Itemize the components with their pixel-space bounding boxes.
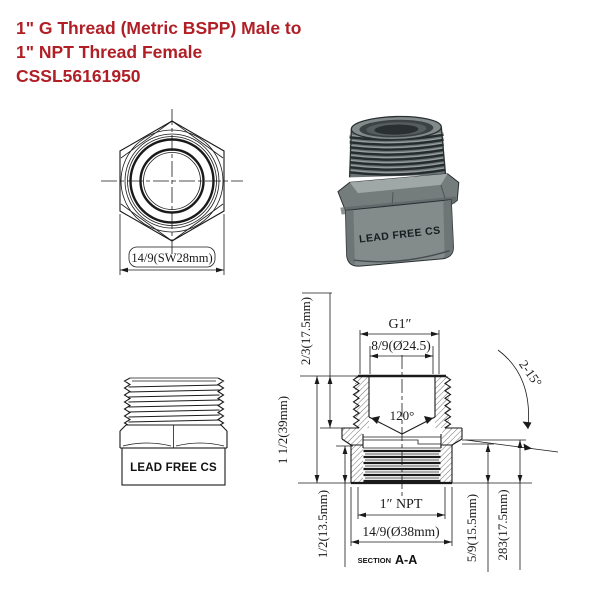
section-caption-big: A-A [395, 553, 417, 567]
hex-dim-label: 14/9(SW28mm) [131, 251, 212, 265]
hex-front-view-drawing: 14/9(SW28mm) [101, 109, 243, 275]
hatched-walls [342, 376, 462, 483]
side-view-body: LEAD FREE CS [121, 447, 226, 486]
dim-chamfer-angle: 2-15° [516, 357, 545, 389]
product-photo-3d: LEAD FREE CS [337, 115, 460, 267]
female-threads [363, 449, 441, 483]
section-drawing: G1″ 8/9(Ø24.5) 2/3(17.5mm) 1 1/2(39mm) 1… [275, 292, 559, 572]
title-line-1: 1" G Thread (Metric BSPP) Male to [16, 18, 302, 38]
dim-bottom-height: 1/2(13.5mm) [315, 490, 330, 558]
dim-total-height: 1 1/2(39mm) [275, 396, 290, 464]
dim-right-2: 283(17.5mm) [495, 489, 510, 560]
hex-outline [101, 109, 243, 254]
section-body-outline [341, 374, 463, 485]
side-view-threads [123, 377, 225, 426]
dim-top-height: 2/3(17.5mm) [298, 297, 313, 365]
side-view-drawing: LEAD FREE CS [119, 377, 228, 486]
dimension-labels: G1″ 8/9(Ø24.5) 2/3(17.5mm) 1 1/2(39mm) 1… [275, 297, 545, 567]
dim-cone-angle: 120° [390, 408, 415, 423]
extension-lines [298, 292, 532, 546]
dimension-lines [314, 293, 559, 572]
product-code: CSSL56161950 [16, 66, 141, 86]
dim-od: 14/9(Ø38mm) [362, 524, 439, 539]
side-view-engraving: LEAD FREE CS [130, 462, 217, 474]
section-caption-small: SECTION [358, 556, 391, 565]
dim-npt: 1″ NPT [380, 497, 423, 512]
side-view-hex [119, 424, 228, 449]
male-threads-3d [348, 115, 447, 178]
body-3d: LEAD FREE CS [344, 199, 454, 267]
hex-dimension: 14/9(SW28mm) [119, 214, 225, 275]
title-block: 1" G Thread (Metric BSPP) Male to 1" NPT… [16, 16, 301, 88]
fitting-3d: LEAD FREE CS [337, 115, 460, 267]
title-line-2: 1" NPT Thread Female [16, 42, 203, 62]
dim-right-1: 5/9(15.5mm) [464, 494, 479, 562]
dim-g1: G1″ [389, 317, 412, 332]
dim-bore: 8/9(Ø24.5) [371, 338, 431, 353]
